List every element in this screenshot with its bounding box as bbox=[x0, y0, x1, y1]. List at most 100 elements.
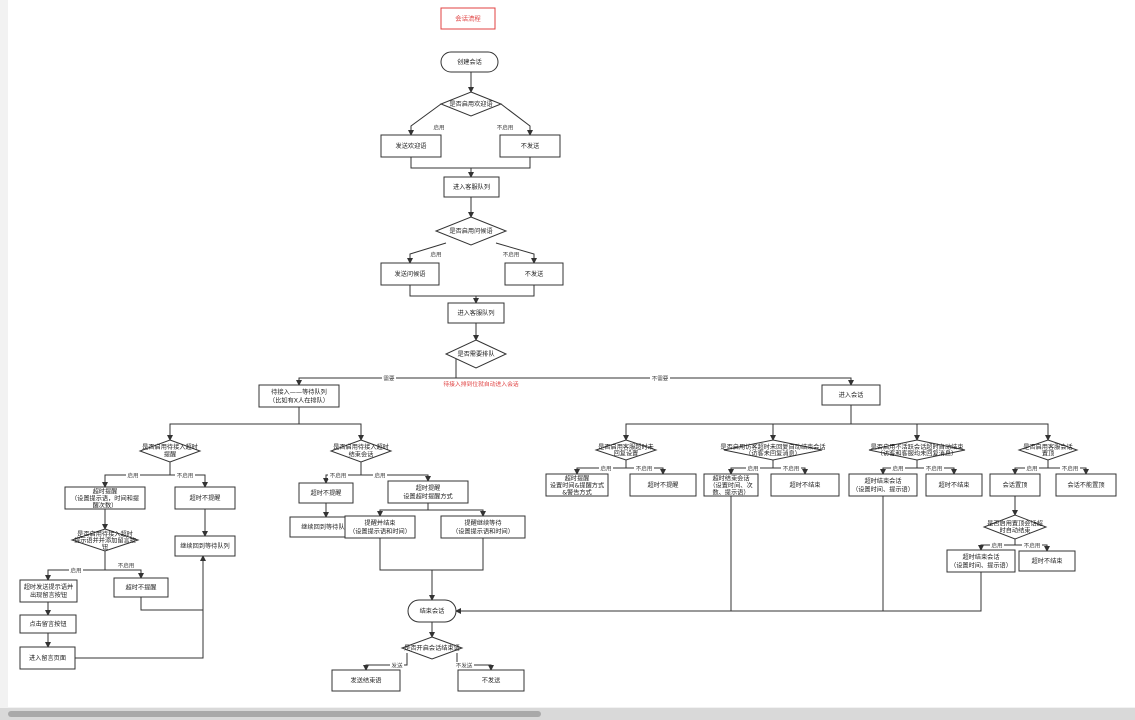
svg-text:创建会话: 创建会话 bbox=[457, 58, 482, 66]
edge-label-enable: 启用 bbox=[1026, 465, 1037, 473]
edge-greet-disable bbox=[495, 242, 537, 264]
svg-text:（设置时间、次: （设置时间、次 bbox=[709, 482, 752, 490]
scrollbar-thumb[interactable] bbox=[8, 711, 541, 717]
edge-label-disable: 不启用 bbox=[497, 124, 514, 132]
node-pin-no-end: 超时不结束 bbox=[1018, 550, 1076, 572]
svg-text:设置时间&提醒方式: 设置时间&提醒方式 bbox=[550, 482, 604, 490]
svg-text:进入留言页面: 进入留言页面 bbox=[29, 654, 66, 662]
edge-label-disable: 不启用 bbox=[783, 465, 800, 473]
diagram-title: 会话流程 bbox=[455, 14, 481, 23]
node-send-welcome: 发送欢迎语 bbox=[380, 134, 442, 158]
svg-text:是否启用客服超时未: 是否启用客服超时未 bbox=[598, 443, 654, 451]
svg-text:&警告方式: &警告方式 bbox=[562, 489, 592, 497]
svg-text:是否启用客服会话: 是否启用客服会话 bbox=[1023, 443, 1073, 451]
flowchart: 启用 不启用 启用 不启用 需要 待接入排到位就自动进入会话 不需要 启用 不启… bbox=[19, 7, 1117, 692]
edge-tipq-disable bbox=[105, 569, 144, 579]
node-remind-wait: 提醒继续等待 （设置提示语和时间） bbox=[440, 515, 526, 539]
node-remind-end: 提醒并结束 （设置提示语和时间） bbox=[344, 515, 416, 539]
edge-label-disable: 不启用 bbox=[1024, 542, 1041, 550]
edge-leavepage-continue bbox=[75, 556, 204, 659]
node-enter-queue-1: 进入客服队列 bbox=[443, 176, 500, 198]
edge-greet-enable bbox=[407, 242, 447, 264]
edge-label-enable: 启用 bbox=[991, 542, 1002, 550]
svg-text:超时不提醒: 超时不提醒 bbox=[311, 489, 342, 497]
edge-enter-both bbox=[851, 423, 920, 441]
svg-text:超时不结束: 超时不结束 bbox=[1032, 557, 1063, 565]
svg-text:超时结束会话: 超时结束会话 bbox=[864, 477, 901, 485]
decision-timeout-end: 是否启用待接入超时 结束会话 bbox=[329, 439, 393, 463]
edge-notneed-enter bbox=[456, 377, 854, 386]
edge-enter-visitor bbox=[770, 423, 851, 441]
edge-endmsg-send bbox=[363, 653, 408, 671]
svg-text:超时结束会话: 超时结束会话 bbox=[712, 475, 749, 483]
svg-text:进入会话: 进入会话 bbox=[839, 391, 864, 399]
svg-text:进入客服队列: 进入客服队列 bbox=[457, 309, 494, 317]
svg-text:发送欢迎语: 发送欢迎语 bbox=[396, 142, 427, 150]
node-create-session: 创建会话 bbox=[440, 51, 499, 73]
decision-greet: 是否启用问候语 bbox=[434, 216, 508, 246]
edge-need-wait bbox=[296, 356, 457, 386]
node-visitor-no-end: 超时不结束 bbox=[770, 473, 840, 497]
edge-sendwelcome-queue bbox=[410, 157, 474, 178]
svg-text:待接入——等待队列: 待接入——等待队列 bbox=[271, 388, 327, 396]
svg-text:会话不能置顶: 会话不能置顶 bbox=[1067, 481, 1104, 489]
svg-text:（比如有X人在排队）: （比如有X人在排队） bbox=[269, 397, 329, 405]
svg-text:（设置提示语和时间）: （设置提示语和时间） bbox=[452, 528, 514, 536]
decision-tip-leave: 是否启用待接入超时 提示语并并添加留言按 钮 bbox=[70, 528, 140, 552]
decision-end-msg: 是否开启会话结束语 bbox=[400, 636, 464, 660]
node-send-end-msg: 发送结束语 bbox=[331, 669, 401, 692]
node-no-send-greet: 不发送 bbox=[504, 262, 564, 286]
edge-label-disable: 不启用 bbox=[503, 251, 520, 259]
edge-wait-end bbox=[299, 423, 364, 441]
svg-text:（访客未回复消息）: （访客未回复消息） bbox=[745, 450, 801, 458]
decision-pin: 是否启用客服会话 置顶 bbox=[1017, 439, 1079, 461]
svg-text:提示语并并添加留言按: 提示语并并添加留言按 bbox=[74, 537, 136, 545]
edge-endbox-end bbox=[379, 538, 435, 601]
node-no-send-end-msg: 不发送 bbox=[457, 669, 525, 692]
edge-label-send: 发送 bbox=[391, 662, 403, 670]
svg-text:提醒并结束: 提醒并结束 bbox=[365, 519, 396, 527]
node-end-session: 结束会话 bbox=[407, 599, 457, 623]
edge-label-enable: 启用 bbox=[374, 472, 385, 480]
edge-label-disable: 不启用 bbox=[177, 472, 194, 480]
node-pin: 会话置顶 bbox=[989, 473, 1041, 497]
svg-text:是否启用置顶会话超: 是否启用置顶会话超 bbox=[987, 520, 1043, 528]
svg-text:超时发送提示语并: 超时发送提示语并 bbox=[24, 583, 74, 591]
svg-text:继续回到等待队列: 继续回到等待队列 bbox=[180, 542, 230, 550]
svg-text:是否需要排队: 是否需要排队 bbox=[457, 350, 495, 358]
edge-welcome-enable bbox=[408, 103, 442, 136]
svg-text:（设置提示语和时间）: （设置提示语和时间） bbox=[349, 528, 411, 536]
node-agent-no-remind: 超时不提醒 bbox=[629, 473, 697, 497]
svg-text:超时不提醒: 超时不提醒 bbox=[648, 481, 679, 489]
node-continue-wait-1: 继续回到等待队列 bbox=[174, 535, 236, 557]
node-enter-leave-page: 进入留言页面 bbox=[19, 646, 76, 670]
svg-text:继续回到等待队列: 继续回到等待队列 bbox=[301, 523, 351, 531]
node-enter-session: 进入会话 bbox=[821, 384, 881, 406]
svg-text:时自动结束: 时自动结束 bbox=[1000, 527, 1031, 535]
svg-text:会话置顶: 会话置顶 bbox=[1003, 481, 1028, 489]
svg-text:结束会话: 结束会话 bbox=[420, 607, 445, 615]
edge-tipq-enable bbox=[45, 551, 106, 581]
edge-label-enable: 启用 bbox=[892, 465, 903, 473]
edge-pinendbox-end bbox=[455, 572, 982, 614]
decision-need-queue: 是否需要排队 bbox=[444, 339, 508, 369]
svg-text:提醒继续等待: 提醒继续等待 bbox=[464, 519, 501, 527]
svg-text:超时结束会话: 超时结束会话 bbox=[962, 553, 999, 561]
node-no-remind-3: 超时不提醒 bbox=[298, 482, 354, 504]
edge-label-not-need: 不需要 bbox=[652, 376, 669, 383]
edge-label-need: 需要 bbox=[383, 376, 395, 383]
edge-waitbox-end bbox=[432, 538, 484, 571]
svg-text:结束会话: 结束会话 bbox=[349, 451, 374, 459]
svg-text:点击留言按钮: 点击留言按钮 bbox=[29, 620, 66, 628]
edge-sendgreet-queue bbox=[409, 285, 479, 304]
node-tip-leave: 超时发送提示语并 出现留言按钮 bbox=[19, 579, 78, 603]
edge-label-enable: 启用 bbox=[127, 472, 138, 480]
node-visitor-end: 超时结束会话 （设置时间、次 数、提示语） bbox=[703, 473, 759, 497]
svg-text:超时提醒: 超时提醒 bbox=[565, 475, 590, 483]
svg-text:超时不提醒: 超时不提醒 bbox=[126, 584, 157, 592]
edge-label-disable: 不启用 bbox=[330, 472, 347, 480]
edge-setremind-endbox bbox=[377, 503, 429, 517]
decision-agent-timeout: 是否启用客服超时未 回复设置 bbox=[594, 439, 658, 461]
node-enter-queue-2: 进入客服队列 bbox=[447, 302, 505, 324]
svg-text:（设置时间、提示语）: （设置时间、提示语） bbox=[950, 562, 1012, 570]
